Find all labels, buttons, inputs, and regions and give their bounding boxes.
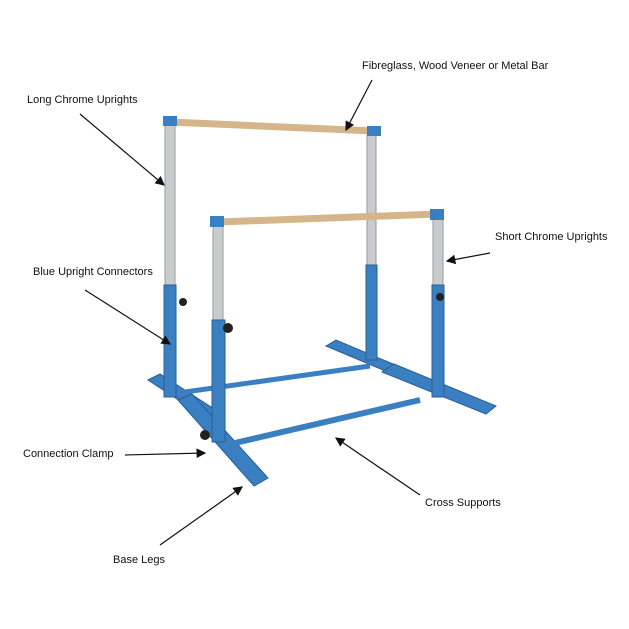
label-clamp: Connection Clamp — [23, 448, 114, 460]
short-uprights — [179, 209, 445, 443]
label-base-legs: Base Legs — [113, 554, 165, 566]
label-connectors: Blue Upright Connectors — [33, 266, 153, 278]
callout-arrows — [79, 79, 491, 546]
long-uprights — [163, 116, 381, 398]
label-cross-supports: Cross Supports — [425, 497, 501, 509]
label-long-uprights: Long Chrome Uprights — [27, 94, 138, 106]
label-bar: Fibreglass, Wood Veneer or Metal Bar — [362, 60, 549, 72]
label-short-uprights: Short Chrome Uprights — [495, 231, 608, 243]
